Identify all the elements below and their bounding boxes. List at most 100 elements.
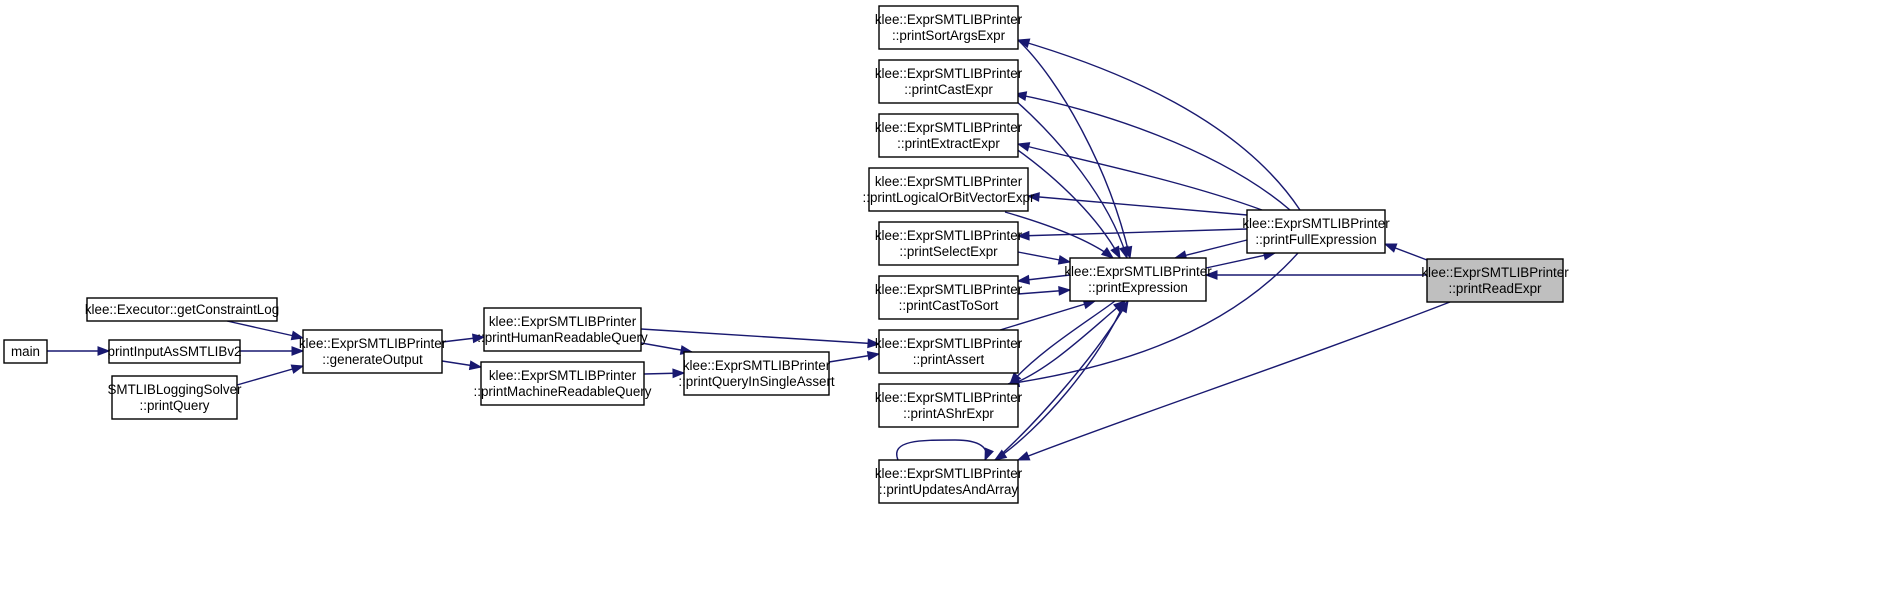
- edge-printSelectExpr-to-printExpression: [1017, 251, 1072, 265]
- node-box[interactable]: [878, 383, 1019, 428]
- node-box[interactable]: [878, 275, 1019, 320]
- edge-printFullExpression-to-printSelectExpr: [1016, 228, 1248, 241]
- node-label-line: klee::ExprSMTLIBPrinter: [875, 228, 1023, 243]
- node-printInputAsSMTLIBv2[interactable]: printInputAsSMTLIBv2: [108, 339, 242, 364]
- node-generateOutput[interactable]: klee::ExprSMTLIBPrinter::generateOutput: [299, 329, 447, 374]
- node-loggingPrintQuery[interactable]: SMTLIBLoggingSolver::printQuery: [108, 375, 243, 420]
- node-printCastToSort[interactable]: klee::ExprSMTLIBPrinter::printCastToSort: [875, 275, 1023, 320]
- edge-printCastToSort-to-printExpression: [1017, 285, 1072, 296]
- node-label-line: klee::ExprSMTLIBPrinter: [875, 282, 1023, 297]
- node-label-line: SMTLIBLoggingSolver: [108, 382, 243, 397]
- edge-printExpression-to-printAShrExpr: [1009, 300, 1116, 386]
- node-box[interactable]: [1246, 209, 1386, 254]
- node-box[interactable]: [683, 351, 830, 396]
- node-label-line: klee::ExprSMTLIBPrinter: [1421, 265, 1569, 280]
- node-box[interactable]: [878, 329, 1019, 374]
- node-label-line: ::generateOutput: [322, 352, 423, 367]
- node-printFullExpression[interactable]: klee::ExprSMTLIBPrinter::printFullExpres…: [1242, 209, 1390, 254]
- arrow-head: [97, 346, 111, 356]
- node-label-line: ::printQuery: [140, 398, 210, 413]
- arrow-head: [1016, 274, 1030, 285]
- node-label-line: ::printFullExpression: [1255, 232, 1376, 247]
- edge-line: [999, 300, 1096, 331]
- edge-line: [994, 300, 1126, 461]
- node-label-line: klee::ExprSMTLIBPrinter: [875, 66, 1023, 81]
- edge-line: [226, 320, 304, 339]
- node-printQueryInSingleAssert[interactable]: klee::ExprSMTLIBPrinter::printQueryInSin…: [678, 351, 835, 396]
- node-printUpdatesAndArray[interactable]: klee::ExprSMTLIBPrinter::printUpdatesAnd…: [875, 459, 1023, 504]
- node-label-line: klee::ExprSMTLIBPrinter: [875, 390, 1023, 405]
- edge-generateOutput-to-printMachineReadableQuery: [441, 360, 483, 371]
- node-printSortArgsExpr[interactable]: klee::ExprSMTLIBPrinter::printSortArgsEx…: [875, 5, 1023, 50]
- node-label-line: klee::ExprSMTLIBPrinter: [1242, 216, 1390, 231]
- node-label-line: ::printCastToSort: [899, 298, 999, 313]
- node-box[interactable]: [108, 339, 241, 364]
- node-layer: main klee::Executor::getConstraintLogprin…: [3, 5, 1569, 504]
- node-box[interactable]: [86, 297, 278, 322]
- edge-line: [640, 328, 880, 345]
- arrow-head: [471, 333, 486, 344]
- edge-layer: [47, 38, 1451, 462]
- edge-printInputAsSMTLIBv2-to-generateOutput: [240, 346, 305, 356]
- arrow-head: [1204, 270, 1218, 280]
- node-box[interactable]: [878, 113, 1019, 158]
- node-label-line: ::printUpdatesAndArray: [879, 482, 1018, 497]
- node-label-line: ::printReadExpr: [1448, 281, 1542, 296]
- node-box[interactable]: [111, 375, 238, 420]
- edge-printUpdatesAndArray-to-printUpdatesAndArray: [896, 439, 994, 462]
- edge-line: [1017, 39, 1131, 259]
- node-box[interactable]: [302, 329, 443, 374]
- edge-printExpression-to-printUpdatesAndArray: [993, 300, 1126, 461]
- node-box[interactable]: [878, 221, 1019, 266]
- node-printExtractExpr[interactable]: klee::ExprSMTLIBPrinter::printExtractExp…: [875, 113, 1023, 158]
- node-label-line: main: [11, 344, 40, 359]
- node-printCastExpr[interactable]: klee::ExprSMTLIBPrinter::printCastExpr: [875, 59, 1023, 104]
- node-label-line: klee::ExprSMTLIBPrinter: [489, 314, 637, 329]
- node-box[interactable]: [878, 59, 1019, 104]
- node-label-line: ::printAssert: [913, 352, 985, 367]
- node-box[interactable]: [1069, 257, 1207, 302]
- node-main[interactable]: main: [3, 339, 48, 364]
- arrow-head: [1057, 254, 1072, 265]
- node-box[interactable]: [483, 307, 642, 352]
- node-box[interactable]: [878, 5, 1019, 50]
- node-label-line: ::printSelectExpr: [899, 244, 998, 259]
- node-box[interactable]: [868, 167, 1029, 212]
- node-label-line: printInputAsSMTLIBv2: [108, 344, 242, 359]
- arrow-head: [993, 449, 1008, 461]
- node-printReadExpr[interactable]: klee::ExprSMTLIBPrinter::printReadExpr: [1421, 258, 1569, 303]
- node-getConstraintLog[interactable]: klee::Executor::getConstraintLog: [85, 297, 279, 322]
- node-printAssert[interactable]: klee::ExprSMTLIBPrinter::printAssert: [875, 329, 1023, 374]
- edge-printHumanReadableQuery-to-printAssert: [640, 328, 881, 349]
- node-printExpression[interactable]: klee::ExprSMTLIBPrinter::printExpression: [1064, 257, 1212, 302]
- node-label-line: klee::ExprSMTLIBPrinter: [489, 368, 637, 383]
- node-printSelectExpr[interactable]: klee::ExprSMTLIBPrinter::printSelectExpr: [875, 221, 1023, 266]
- arrow-head: [1016, 451, 1031, 461]
- edge-line: [1017, 228, 1248, 237]
- edge-line: [1014, 93, 1291, 211]
- node-box[interactable]: [1426, 258, 1564, 303]
- node-printLogicalOrBitVectorExpr[interactable]: klee::ExprSMTLIBPrinter::printLogicalOrB…: [863, 167, 1035, 212]
- edge-printReadExpr-to-printExpression: [1204, 270, 1427, 280]
- edge-printFullExpression-to-printLogicalOrBitVectorExpr: [1026, 192, 1248, 216]
- edge-line: [1017, 301, 1451, 461]
- arrow-head: [468, 360, 483, 371]
- node-printHumanReadableQuery[interactable]: klee::ExprSMTLIBPrinter::printHumanReada…: [477, 307, 648, 352]
- node-box[interactable]: [480, 361, 645, 406]
- node-label-line: klee::ExprSMTLIBPrinter: [875, 12, 1023, 27]
- node-label-line: klee::ExprSMTLIBPrinter: [875, 466, 1023, 481]
- node-label-line: ::printQueryInSingleAssert: [678, 374, 835, 389]
- node-box[interactable]: [878, 459, 1019, 504]
- node-label-line: ::printMachineReadableQuery: [474, 384, 652, 399]
- edge-line: [1205, 252, 1276, 269]
- edge-line: [1174, 239, 1248, 259]
- arrow-head: [1110, 245, 1121, 260]
- node-label-line: klee::ExprSMTLIBPrinter: [1064, 264, 1212, 279]
- node-printAShrExpr[interactable]: klee::ExprSMTLIBPrinter::printAShrExpr: [875, 383, 1023, 428]
- node-label-line: ::printExpression: [1088, 280, 1188, 295]
- edge-generateOutput-to-printHumanReadableQuery: [441, 333, 486, 344]
- node-box[interactable]: [3, 339, 48, 364]
- arrow-head: [290, 364, 305, 374]
- node-printMachineReadableQuery[interactable]: klee::ExprSMTLIBPrinter::printMachineRea…: [474, 361, 652, 406]
